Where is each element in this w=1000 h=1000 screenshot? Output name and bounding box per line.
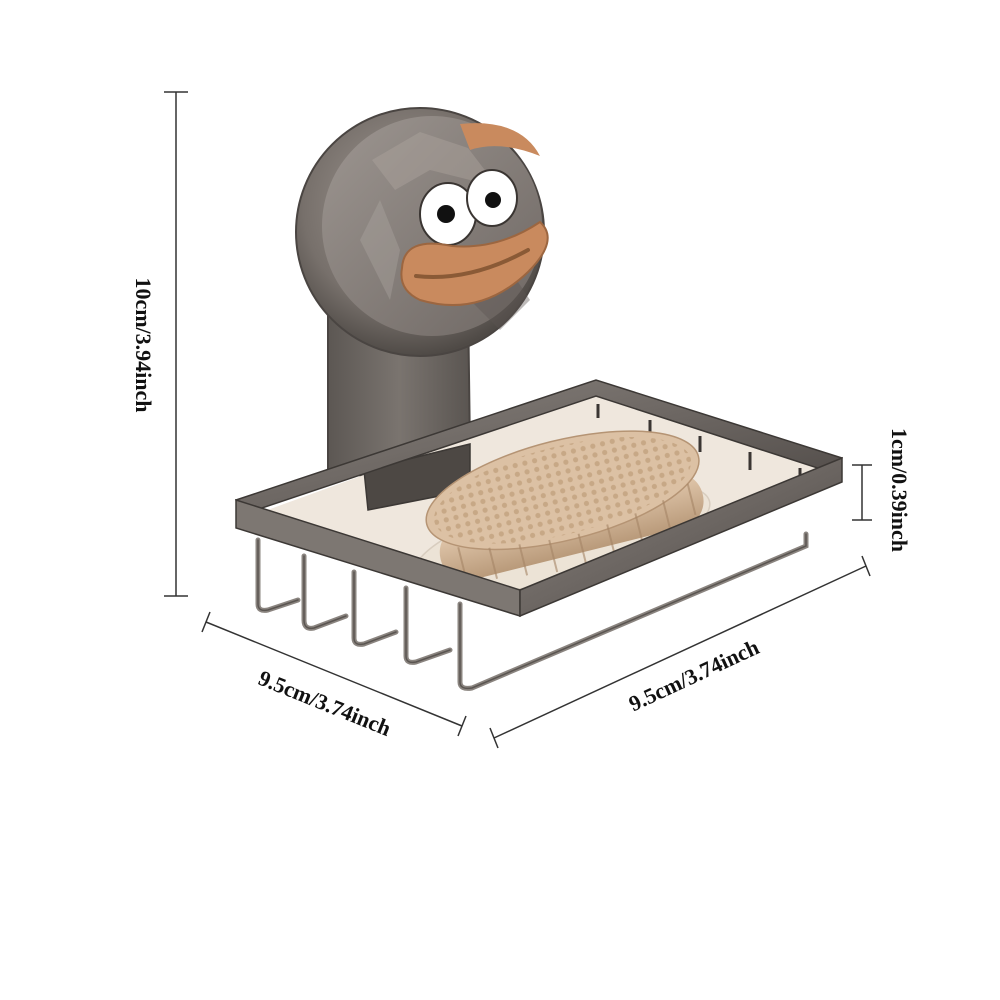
dimension-left-width: 9.5cm/3.74inch <box>201 611 467 741</box>
height-label: 10cm/3.94inch <box>131 277 156 412</box>
soap-dish-holder <box>234 107 843 691</box>
right-width-label: 9.5cm/3.74inch <box>625 634 763 716</box>
dimension-height: 10cm/3.94inch <box>131 91 188 597</box>
dimension-depth: 1cm/0.39inch <box>852 428 912 552</box>
suction-cup <box>295 107 545 357</box>
left-width-label: 9.5cm/3.74inch <box>255 665 395 741</box>
depth-label: 1cm/0.39inch <box>887 428 912 552</box>
scrub-brush <box>425 430 704 581</box>
face-cap <box>460 123 540 156</box>
cartoon-face-icon <box>400 169 549 306</box>
tray-front-right-rim <box>519 456 843 618</box>
